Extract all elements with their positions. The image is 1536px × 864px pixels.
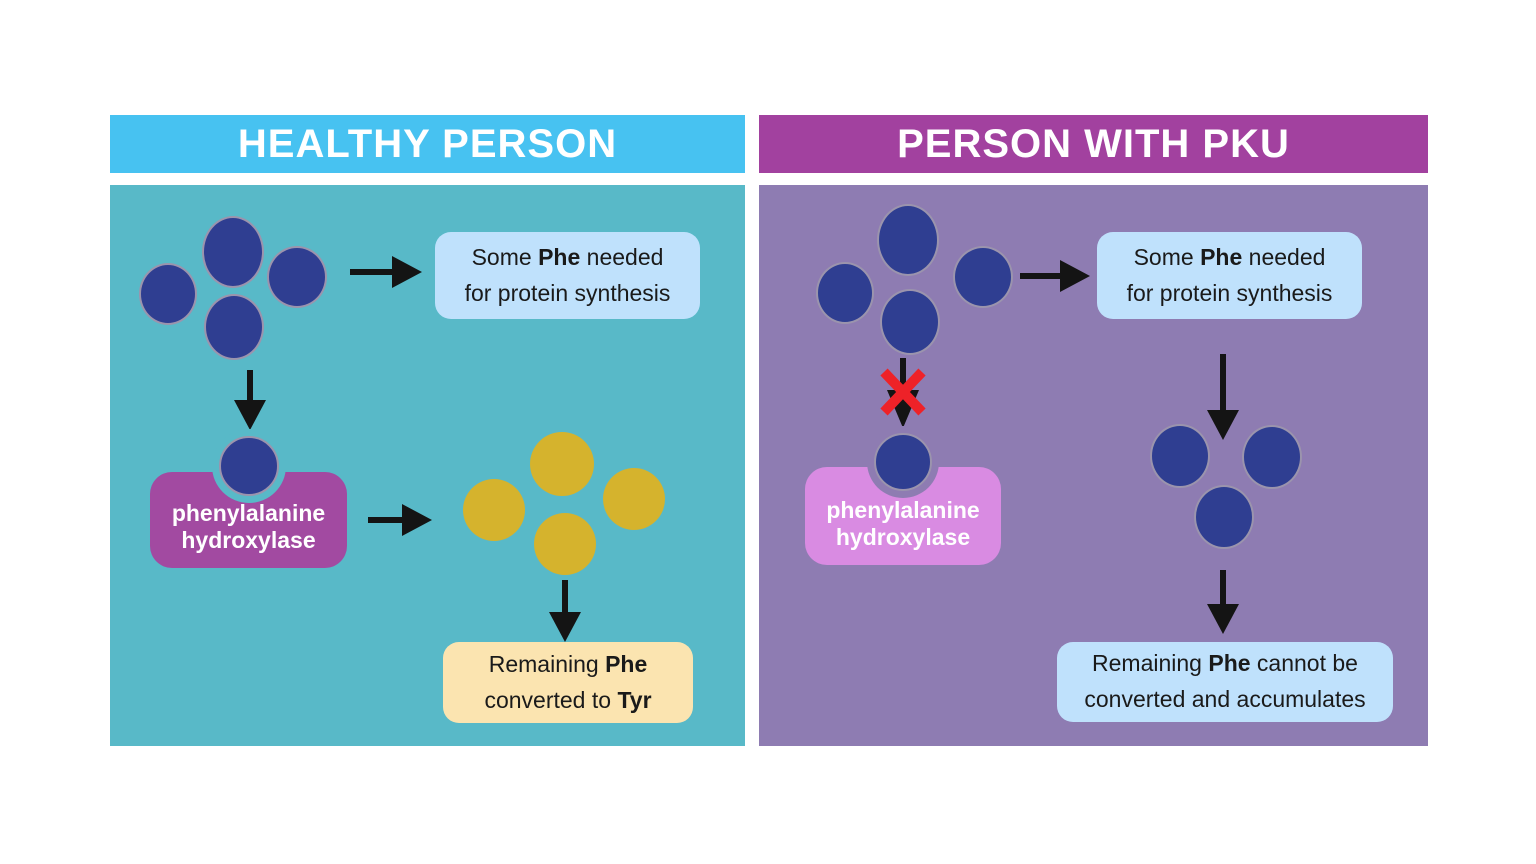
- arrow-down-icon: [1207, 354, 1239, 440]
- phe-molecule: [202, 216, 264, 288]
- phe-molecule: [139, 263, 197, 325]
- arrow-down-icon: [549, 580, 581, 642]
- arrow-down-icon: [234, 370, 266, 430]
- phe-molecule: [267, 246, 327, 308]
- healthy-panel-title: HEALTHY PERSON: [237, 121, 618, 166]
- remaining-converted-line1: Remaining Phe: [488, 650, 648, 677]
- remaining-converted-line2: converted to Tyr: [484, 686, 652, 713]
- blocked-arrow-down-icon: [880, 358, 926, 428]
- tyr-molecule: [534, 513, 596, 575]
- some-phe-needed-line2: for protein synthesis: [464, 279, 671, 306]
- remaining-accumulates-line1: Remaining Phe cannot be: [1092, 650, 1358, 677]
- remaining-phe-accumulates-box: Remaining Phe cannot be converted and ac…: [1057, 642, 1393, 722]
- arrow-right-icon: [1020, 260, 1090, 292]
- tyr-molecule: [463, 479, 525, 541]
- some-phe-needed-box: Some Phe needed for protein synthesis: [1097, 232, 1362, 319]
- some-phe-needed-line1: Some Phe needed: [1133, 243, 1326, 270]
- arrow-right-icon: [350, 256, 422, 288]
- pku-panel-title: PERSON WITH PKU: [897, 121, 1290, 166]
- remaining-phe-converted-box: Remaining Phe converted to Tyr: [443, 642, 693, 723]
- phe-molecule: [953, 246, 1013, 308]
- enzyme-label-line1: phenylalanine: [171, 499, 326, 526]
- tyr-molecule: [603, 468, 665, 530]
- enzyme-label-line2: hydroxylase: [181, 526, 316, 553]
- red-x-icon: [880, 368, 926, 416]
- enzyme-label-line1: phenylalanine: [826, 496, 980, 523]
- phe-molecule: [877, 204, 939, 276]
- pku-panel-header: PERSON WITH PKU: [759, 115, 1428, 173]
- phe-molecule-docked: [219, 436, 279, 496]
- some-phe-needed-line2: for protein synthesis: [1126, 279, 1333, 306]
- some-phe-needed-line1: Some Phe needed: [471, 243, 664, 270]
- remaining-accumulates-line2: converted and accumulates: [1084, 686, 1366, 712]
- some-phe-needed-box: Some Phe needed for protein synthesis: [435, 232, 700, 319]
- phe-molecule: [1194, 485, 1254, 549]
- phe-molecule: [204, 294, 264, 360]
- enzyme-label-line2: hydroxylase: [835, 523, 971, 550]
- phe-molecule: [816, 262, 874, 324]
- tyr-molecule: [530, 432, 594, 496]
- arrow-down-icon: [1207, 570, 1239, 634]
- arrow-right-icon: [368, 504, 432, 536]
- phe-molecule-docked: [874, 433, 932, 491]
- phe-molecule: [1242, 425, 1302, 489]
- phe-molecule: [1150, 424, 1210, 488]
- phe-molecule: [880, 289, 940, 355]
- healthy-panel-header: HEALTHY PERSON: [110, 115, 745, 173]
